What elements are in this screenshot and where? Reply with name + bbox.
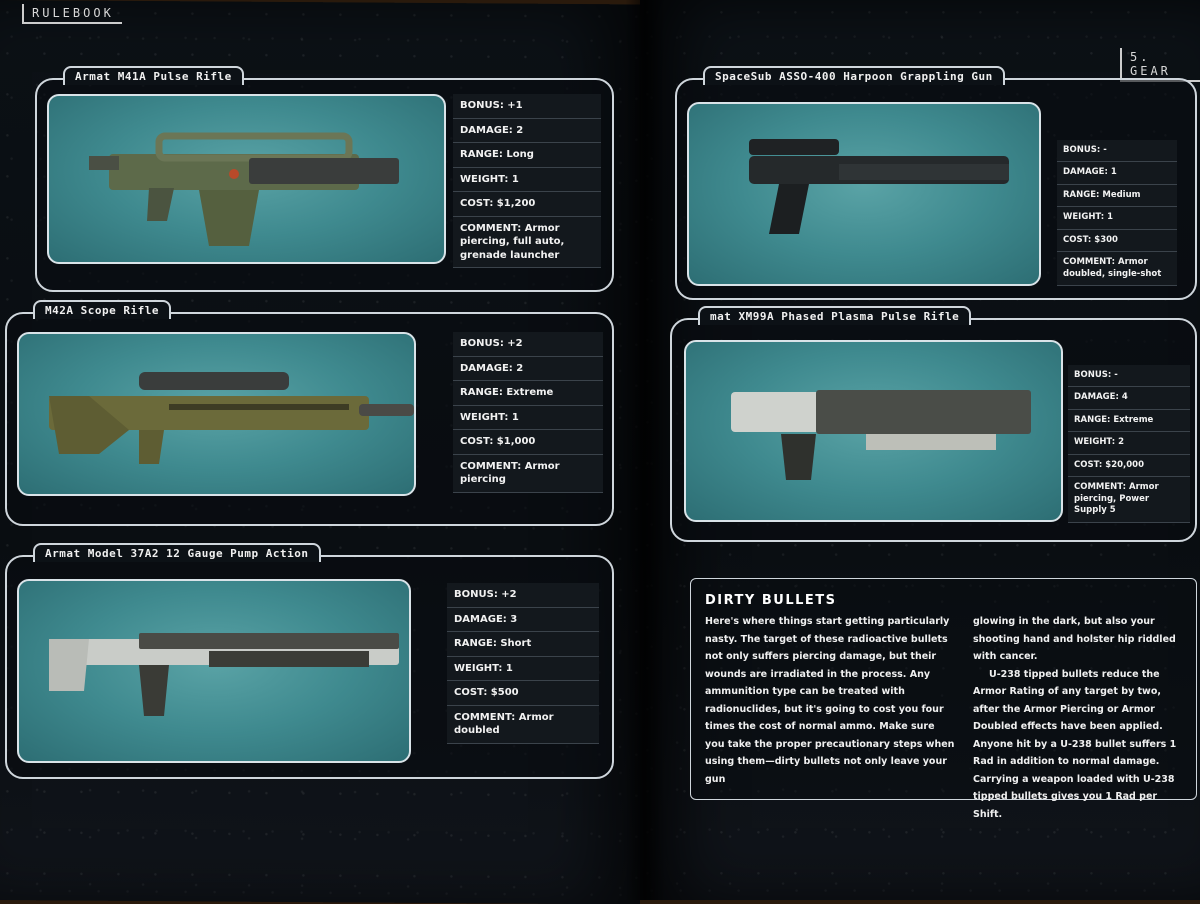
stat-range: RANGE: Medium bbox=[1057, 184, 1177, 208]
stat-bonus: BONUS: +2 bbox=[453, 332, 603, 357]
stat-cost: COST: $1,200 bbox=[453, 192, 601, 217]
stat-range: RANGE: Extreme bbox=[1068, 409, 1190, 433]
weapon-title: mat XM99A Phased Plasma Pulse Rifle bbox=[698, 306, 972, 325]
weapon-image bbox=[47, 94, 446, 264]
weapon-title: Armat Model 37A2 12 Gauge Pump Action bbox=[33, 543, 321, 562]
stat-weight: WEIGHT: 1 bbox=[453, 405, 603, 430]
book-spine bbox=[625, 0, 665, 900]
stat-bonus: BONUS: +1 bbox=[453, 94, 601, 119]
stat-comment: COMMENT: Armor piercing, full auto, gren… bbox=[453, 216, 601, 268]
stat-comment: COMMENT: Armor piercing bbox=[453, 454, 603, 493]
stat-cost: COST: $300 bbox=[1057, 229, 1177, 253]
stat-damage: DAMAGE: 3 bbox=[447, 607, 599, 632]
stat-damage: DAMAGE: 2 bbox=[453, 356, 603, 381]
shotgun-icon bbox=[49, 633, 399, 716]
stat-weight: WEIGHT: 1 bbox=[447, 656, 599, 681]
scope-rifle-icon bbox=[49, 372, 414, 464]
stat-weight: WEIGHT: 1 bbox=[453, 167, 601, 192]
weapon-stats: BONUS: - DAMAGE: 1 RANGE: Medium WEIGHT:… bbox=[1057, 140, 1177, 287]
stat-range: RANGE: Extreme bbox=[453, 381, 603, 406]
dirty-bullets-paragraph: glowing in the dark, but also your shoot… bbox=[973, 616, 1176, 662]
stat-bonus: BONUS: - bbox=[1057, 140, 1177, 163]
weapon-image bbox=[684, 340, 1063, 522]
weapon-image bbox=[17, 332, 416, 496]
stat-comment: COMMENT: Armor doubled bbox=[447, 705, 599, 744]
stat-cost: COST: $500 bbox=[447, 681, 599, 706]
weapon-title: Armat M41A Pulse Rifle bbox=[63, 66, 244, 85]
plasma-rifle-icon bbox=[731, 390, 1031, 480]
harpoon-gun-icon bbox=[749, 139, 1009, 234]
dirty-bullets-paragraph: U-238 tipped bullets reduce the Armor Ra… bbox=[973, 668, 1177, 820]
stat-weight: WEIGHT: 1 bbox=[1057, 207, 1177, 230]
stat-damage: DAMAGE: 1 bbox=[1057, 162, 1177, 185]
stat-range: RANGE: Long bbox=[453, 143, 601, 168]
weapon-title: M42A Scope Rifle bbox=[33, 300, 171, 319]
stat-bonus: BONUS: - bbox=[1068, 365, 1190, 388]
stat-cost: COST: $20,000 bbox=[1068, 454, 1190, 478]
weapon-card-xm99a: mat XM99A Phased Plasma Pulse Rifle BONU… bbox=[670, 306, 1197, 542]
weapon-stats: BONUS: +1 DAMAGE: 2 RANGE: Long WEIGHT: … bbox=[453, 94, 601, 268]
dirty-bullets-box: DIRTY BULLETS Here's where things start … bbox=[690, 578, 1197, 820]
pulse-rifle-icon bbox=[89, 132, 399, 246]
weapon-stats: BONUS: - DAMAGE: 4 RANGE: Extreme WEIGHT… bbox=[1068, 365, 1190, 523]
stat-comment: COMMENT: Armor doubled, single-shot bbox=[1057, 252, 1177, 287]
weapon-image bbox=[17, 579, 411, 763]
stat-weight: WEIGHT: 2 bbox=[1068, 432, 1190, 455]
dirty-bullets-column-1: Here's where things start getting partic… bbox=[705, 613, 955, 788]
weapon-title: SpaceSub ASSO-400 Harpoon Grappling Gun bbox=[703, 66, 1005, 85]
weapon-image bbox=[687, 102, 1041, 286]
weapon-card-m42a: M42A Scope Rifle BONUS: +2 DAMAGE: 2 RAN… bbox=[5, 300, 614, 526]
stat-comment: COMMENT: Armor piercing, Power Supply 5 bbox=[1068, 477, 1190, 523]
weapon-card-37a2: Armat Model 37A2 12 Gauge Pump Action BO… bbox=[5, 543, 614, 779]
rulebook-tag: RULEBOOK bbox=[22, 4, 122, 24]
chapter-tag: 5. GEAR bbox=[1120, 48, 1200, 82]
stat-damage: DAMAGE: 4 bbox=[1068, 387, 1190, 410]
weapon-stats: BONUS: +2 DAMAGE: 3 RANGE: Short WEIGHT:… bbox=[447, 583, 599, 744]
weapon-stats: BONUS: +2 DAMAGE: 2 RANGE: Extreme WEIGH… bbox=[453, 332, 603, 493]
dirty-bullets-column-2: glowing in the dark, but also your shoot… bbox=[973, 613, 1188, 823]
dirty-bullets-heading: DIRTY BULLETS bbox=[705, 593, 837, 608]
stat-bonus: BONUS: +2 bbox=[447, 583, 599, 608]
stat-range: RANGE: Short bbox=[447, 632, 599, 657]
stat-cost: COST: $1,000 bbox=[453, 430, 603, 455]
dirty-bullets-paragraph: Here's where things start getting partic… bbox=[705, 616, 955, 785]
weapon-card-asso400: SpaceSub ASSO-400 Harpoon Grappling Gun … bbox=[675, 66, 1197, 300]
weapon-card-m41a: Armat M41A Pulse Rifle BONUS: +1 DAMAGE:… bbox=[35, 66, 614, 292]
stat-damage: DAMAGE: 2 bbox=[453, 118, 601, 143]
